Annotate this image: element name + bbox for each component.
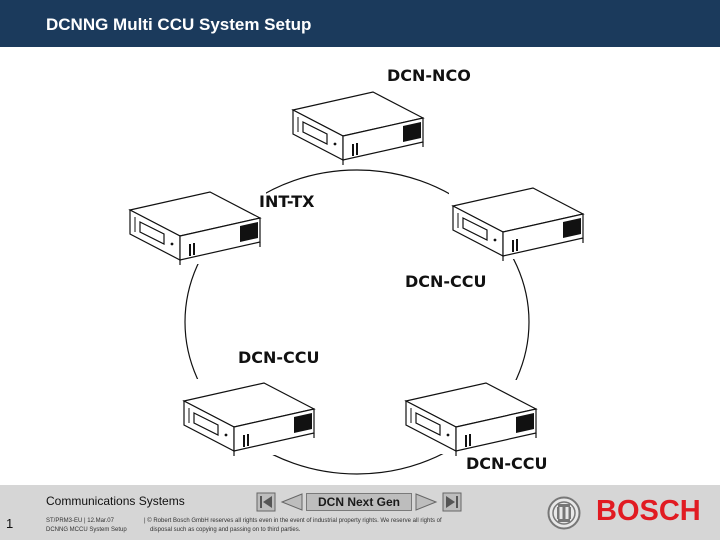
nav-title-button[interactable]: DCN Next Gen	[306, 493, 412, 511]
footer-bar: Communications Systems 1 ST/PRM3-EU | 12…	[0, 485, 720, 540]
bosch-armature-icon	[547, 496, 581, 530]
page-number: 1	[6, 516, 14, 531]
previous-slide-icon[interactable]	[280, 492, 304, 512]
legal-notice: ST/PRM3-EU | 12.Mar.07 | © Robert Bosch …	[46, 517, 506, 535]
label-dcn-ccu-bottom: DCN-CCU	[466, 454, 548, 473]
header-bar: DCNNG Multi CCU System Setup	[0, 0, 720, 47]
ref-title: DCNNG MCCU System Setup	[46, 527, 127, 533]
label-int-tx: INT-TX	[259, 192, 315, 211]
ring-cable	[184, 169, 530, 475]
legal-line-2: disposal such as copying and passing on …	[150, 527, 301, 533]
page-title: DCNNG Multi CCU System Setup	[46, 15, 312, 34]
label-dcn-ccu-left: DCN-CCU	[238, 348, 320, 367]
legal-line-1: | © Robert Bosch GmbH reserves all right…	[144, 518, 442, 524]
next-slide-icon[interactable]	[414, 492, 438, 512]
last-slide-icon[interactable]	[442, 492, 462, 512]
department-label: Communications Systems	[46, 494, 185, 508]
first-slide-icon[interactable]	[256, 492, 276, 512]
system-diagram: DCN-NCO INT-TX DCN-CCU DCN-CCU DCN-CCU	[124, 66, 585, 475]
ref-code: ST/PRM3-EU | 12.Mar.07	[46, 518, 114, 524]
bosch-logo: BOSCH	[596, 495, 701, 527]
label-dcn-ccu-right: DCN-CCU	[405, 272, 487, 291]
label-dcn-nco: DCN-NCO	[387, 66, 471, 85]
